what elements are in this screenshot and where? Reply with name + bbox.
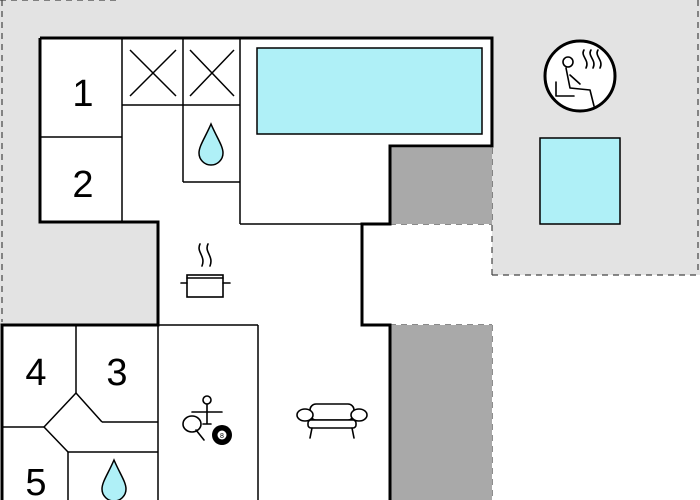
terrace-left-lower (40, 222, 158, 325)
billiard-ball-number: 8 (220, 433, 224, 440)
swimming-pool (256, 47, 483, 135)
exterior-wall (0, 36, 494, 500)
outdoor-plunge-pool (539, 137, 621, 225)
terrace-left (0, 0, 40, 325)
sauna-icon (543, 39, 617, 113)
sofa-icon (296, 403, 368, 439)
room-2-label: 2 (72, 164, 93, 206)
covered-area-lower (390, 325, 492, 500)
closet-left (129, 49, 177, 97)
table-tennis-icon (182, 415, 205, 441)
kitchen-pot-icon (180, 243, 231, 298)
closet-right (189, 49, 235, 97)
shower-drop-icon (101, 458, 127, 500)
room-1-label: 1 (72, 73, 93, 115)
room-5-label: 5 (25, 462, 46, 500)
shower-drop-icon (198, 122, 224, 166)
room-4-label: 4 (25, 352, 46, 394)
interior-walls (2, 38, 362, 500)
covered-area-upper (390, 148, 492, 224)
room-3-label: 3 (106, 352, 127, 394)
table-football-icon (191, 395, 223, 425)
billiard-ball-icon: 8 (212, 425, 232, 445)
